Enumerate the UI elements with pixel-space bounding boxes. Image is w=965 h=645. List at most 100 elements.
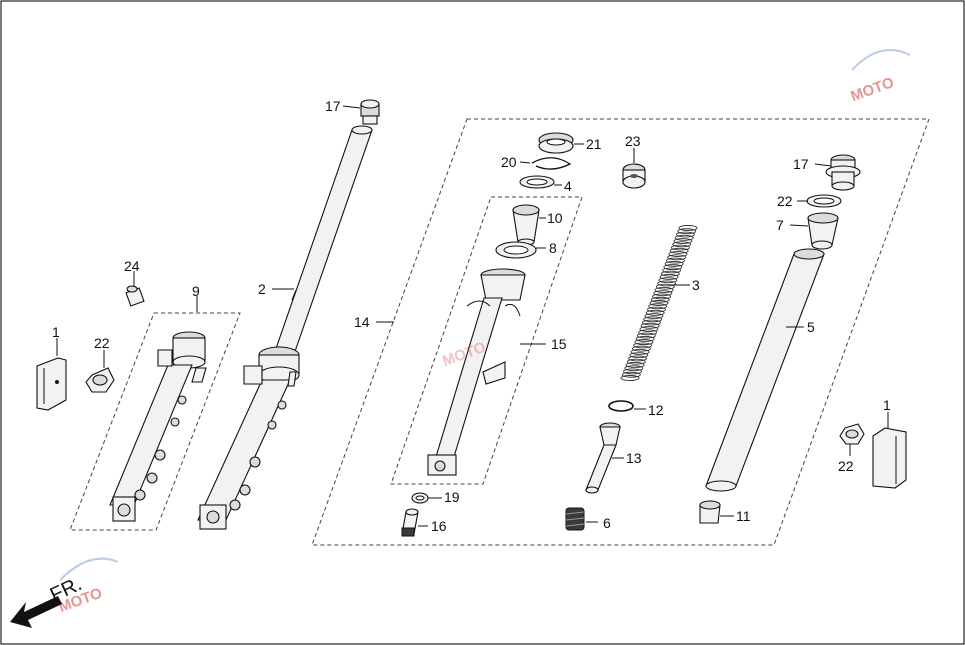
label-8: 8 <box>549 240 557 256</box>
spring-coil <box>628 355 648 362</box>
spring-coil <box>639 326 659 333</box>
label-7: 7 <box>776 217 784 233</box>
label-5: 5 <box>807 319 815 335</box>
spring-coil <box>657 280 677 287</box>
spring-coil <box>663 264 683 271</box>
spring-coil <box>647 306 666 313</box>
outer-tube-part-15 <box>427 268 526 476</box>
svg-text:MOTO: MOTO <box>848 74 896 105</box>
spring-coil <box>668 251 688 258</box>
o-ring-part-12 <box>608 400 634 412</box>
spring-coil <box>635 335 655 342</box>
spring-coil <box>643 316 663 323</box>
spring-coil <box>653 290 673 297</box>
spring-coil <box>645 309 665 316</box>
label-14: 14 <box>354 314 370 330</box>
spring-coil <box>620 375 640 381</box>
label-18: 19 <box>444 489 460 505</box>
spring-coil <box>669 247 689 254</box>
spring-coil <box>625 362 645 368</box>
washer-part-4 <box>519 175 555 189</box>
leader-lines <box>56 105 889 527</box>
spring-coil <box>633 342 653 349</box>
spring-coil <box>674 234 694 241</box>
group-box-14 <box>311 118 930 546</box>
spring-coil <box>667 254 687 261</box>
bushing-part-10 <box>512 204 540 246</box>
cap-bolt-part-17-left <box>360 99 380 125</box>
rebound-spring-part-6 <box>565 507 585 531</box>
inner-tube-part-5 <box>705 248 825 492</box>
spring-coil <box>640 322 660 329</box>
spring-coil <box>662 267 682 274</box>
spring-coil <box>649 300 669 306</box>
spring-coil <box>623 368 642 375</box>
group-box-9 <box>69 312 241 531</box>
label-9: 9 <box>192 283 200 299</box>
spring-coil <box>670 244 690 251</box>
spring-coil <box>665 257 685 264</box>
label-3: 3 <box>692 277 700 293</box>
label-19: 20 <box>501 154 517 170</box>
label-6: 6 <box>603 515 611 531</box>
bushing-part-7 <box>807 212 839 250</box>
bushing-part-11 <box>699 500 721 524</box>
spring-coil <box>641 319 661 326</box>
label-17-right: 17 <box>793 156 809 172</box>
label-11: 11 <box>736 508 751 524</box>
spring-coil <box>676 231 695 238</box>
label-20: 21 <box>586 136 602 152</box>
spring-coil <box>631 345 651 352</box>
spring-coil <box>636 332 656 339</box>
spring-coil <box>673 238 693 244</box>
spring-coil <box>629 352 649 359</box>
label-12: 12 <box>648 402 664 418</box>
spring-coil <box>638 329 658 336</box>
label-21: 22 <box>777 193 793 209</box>
spring-coil <box>678 225 698 231</box>
spring-coil <box>634 339 654 346</box>
circlip-part-19 <box>531 157 572 170</box>
nut-part-22-right <box>839 423 865 445</box>
spring-coil <box>652 293 671 300</box>
washer-part-18 <box>411 492 429 504</box>
fork-assembly-right <box>197 346 300 530</box>
label-17-left: 17 <box>325 98 341 114</box>
spring-coil <box>626 358 646 365</box>
label-22-right: 22 <box>838 458 854 474</box>
seal-cap-part-20 <box>538 132 574 154</box>
label-23: 23 <box>625 133 641 149</box>
spring-coil <box>660 270 680 277</box>
oil-seal-part-8 <box>495 241 537 259</box>
reflector-part-1-left <box>36 357 67 411</box>
spring-coil <box>624 365 644 372</box>
spring-coil <box>655 283 675 290</box>
spring-coil <box>659 273 679 280</box>
label-1-right: 1 <box>883 397 891 413</box>
label-2: 2 <box>258 281 266 297</box>
label-1-left: 1 <box>52 324 60 340</box>
spring-coil <box>648 303 668 310</box>
spring-coil <box>621 371 641 378</box>
spring-coil <box>630 348 650 355</box>
reflector-part-1-right <box>872 427 907 489</box>
nut-part-22-left <box>85 367 115 393</box>
washer-part-21 <box>806 194 842 208</box>
label-16: 16 <box>431 518 447 534</box>
bolt-part-16 <box>401 508 419 537</box>
spring-coil <box>658 277 678 284</box>
label-15: 15 <box>551 336 567 352</box>
cap-bolt-part-17-right <box>825 154 861 191</box>
label-10: 10 <box>547 210 563 226</box>
front-arrow-icon <box>10 596 62 628</box>
label-13: 13 <box>626 450 642 466</box>
spring-coil <box>677 228 697 235</box>
spring-coil <box>654 287 674 293</box>
spring-coil <box>664 260 684 267</box>
bleed-screw-part-24 <box>125 285 145 307</box>
fork-assembly-part-9 <box>109 331 207 522</box>
spring-part-3 <box>620 225 698 381</box>
